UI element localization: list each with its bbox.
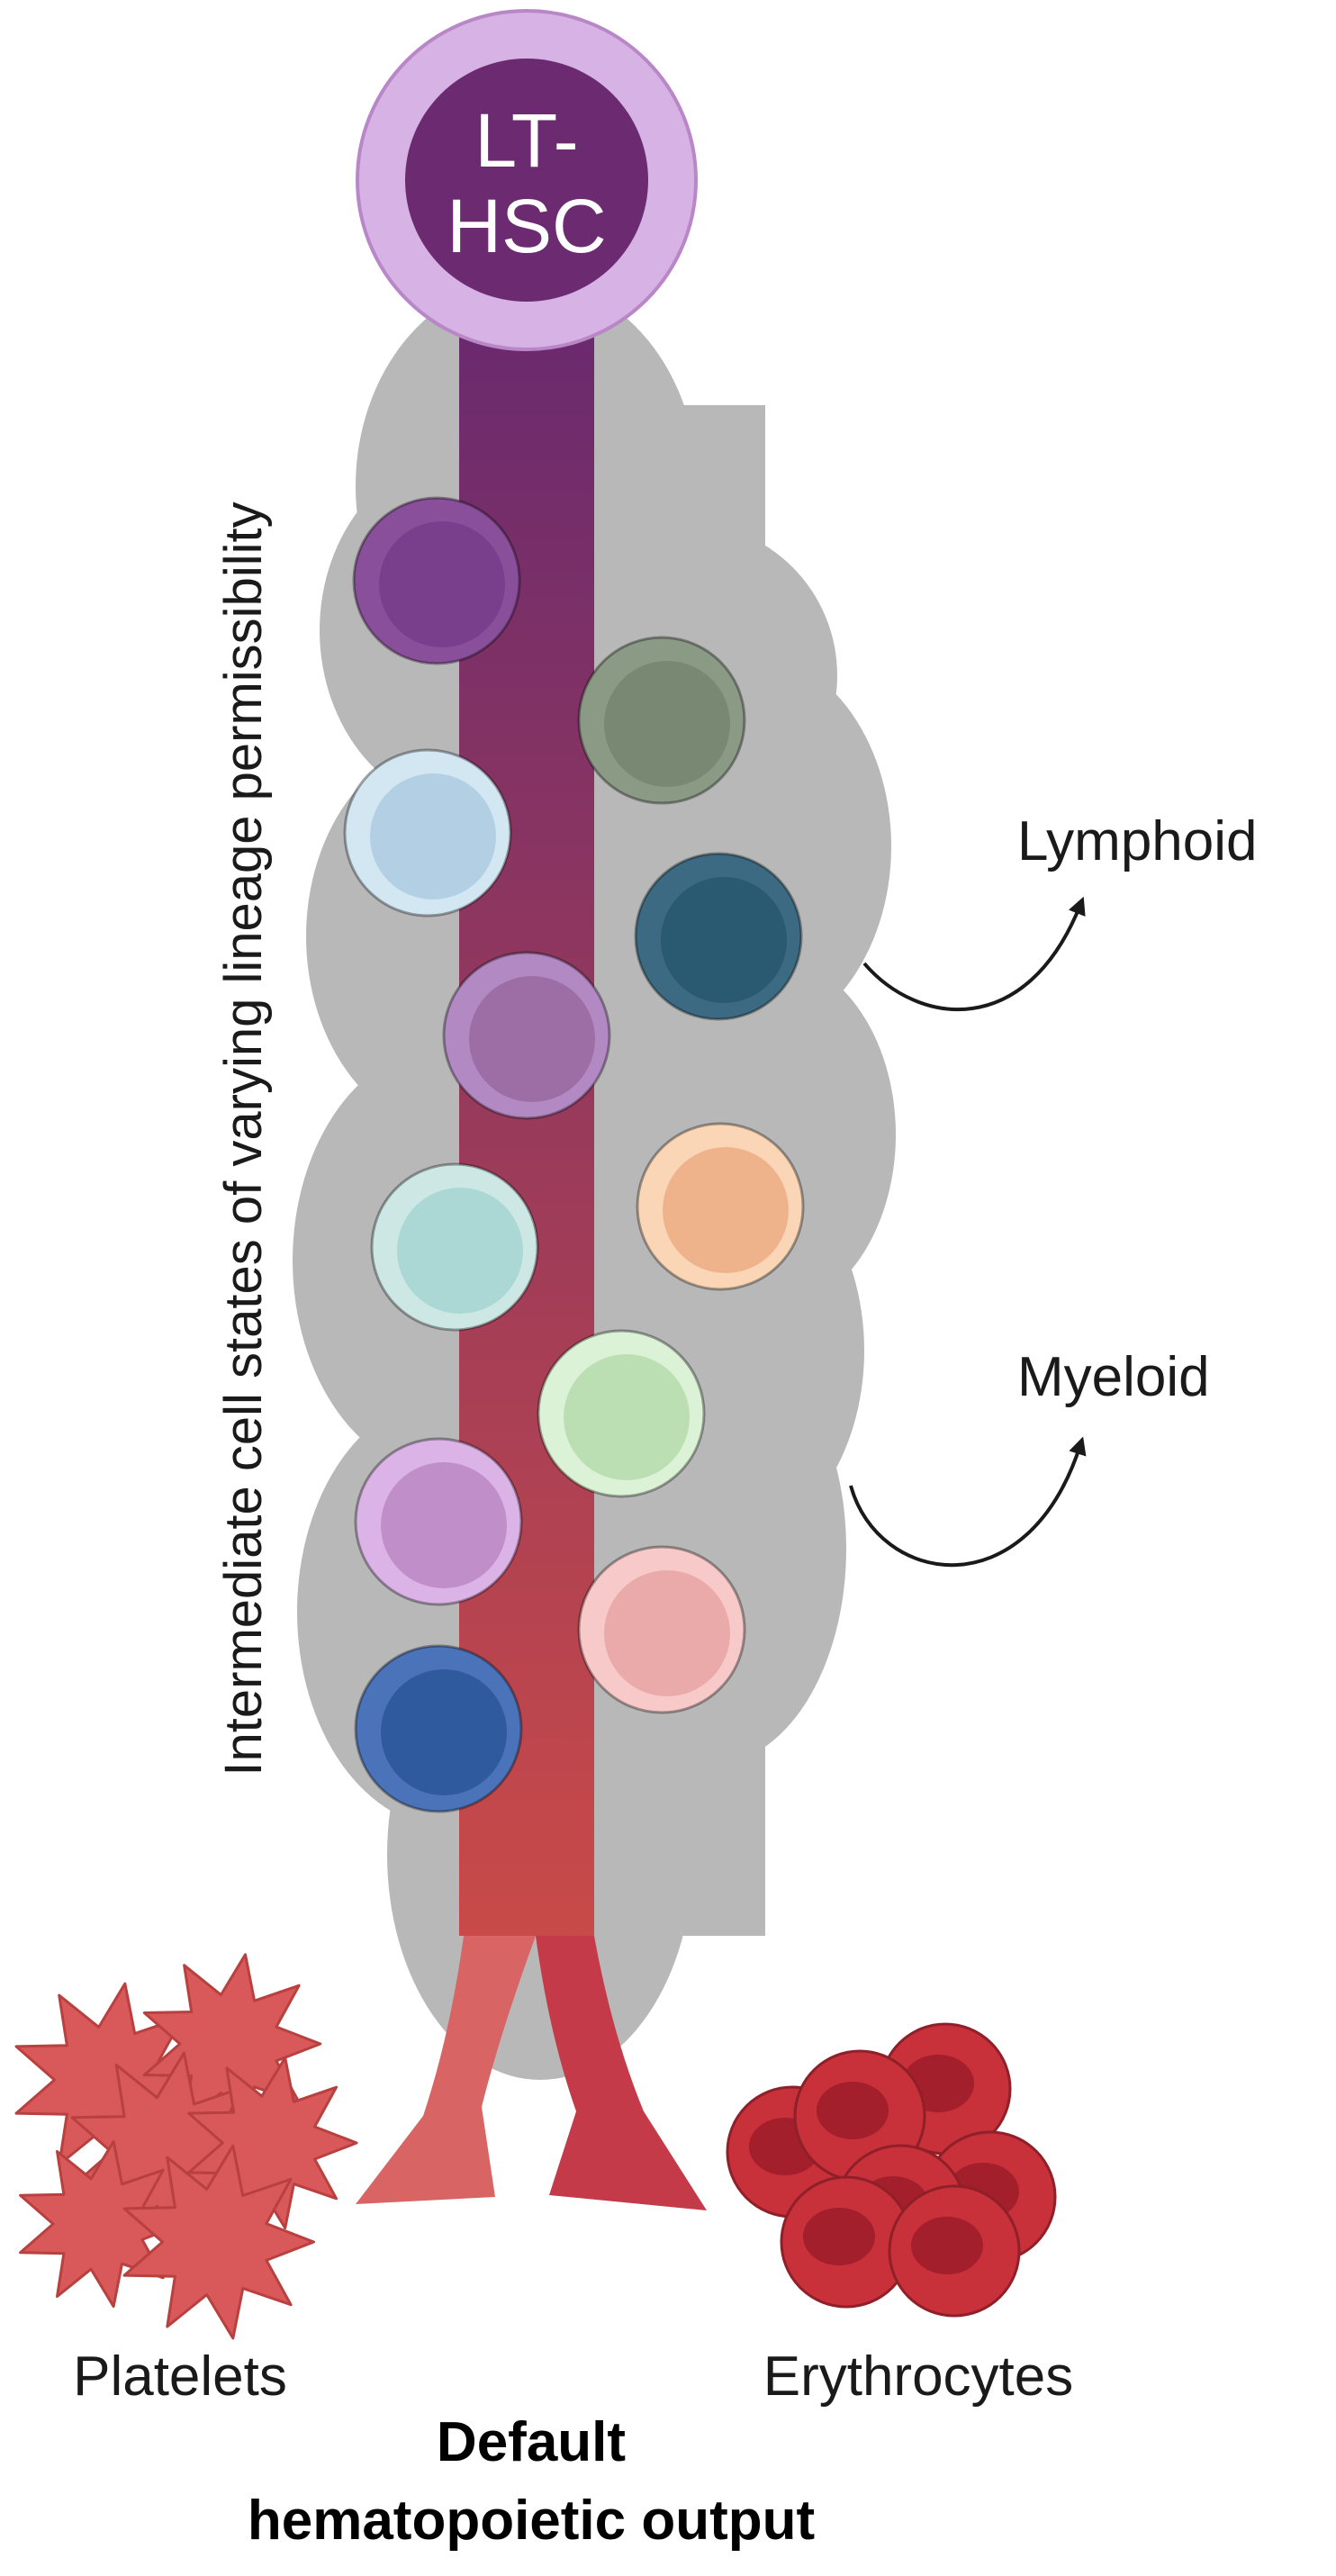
myeloid-branch-arrow <box>849 1436 1087 1568</box>
platelet-cell <box>187 2056 358 2230</box>
myeloid-label: Myeloid <box>1017 1346 1210 1408</box>
intermediate-states-label: Intermediate cell states of varying line… <box>214 502 273 1776</box>
lilac-cell <box>354 1437 523 1606</box>
light-green-cell <box>537 1329 706 1498</box>
erythrocytes-label: Erythrocytes <box>763 2346 1074 2408</box>
purple-cell <box>352 496 521 665</box>
platelets-label: Platelets <box>73 2346 287 2408</box>
erythrocyte-cell <box>888 2184 1021 2318</box>
blue-cell <box>354 1644 523 1813</box>
lymphoid-branch-arrow <box>862 896 1086 1012</box>
default-output-title-line2: hematopoietic output <box>248 2490 815 2552</box>
mauve-cell <box>442 951 611 1120</box>
erythrocytes-illustration <box>726 2022 1057 2318</box>
peach-cell <box>636 1122 805 1291</box>
lt-hsc-label-line1: LT- <box>474 98 578 183</box>
pink-cell <box>577 1545 746 1714</box>
teal-cell <box>634 852 803 1021</box>
intermediate-cells <box>343 496 805 1813</box>
platelet-arrow <box>356 1936 536 2204</box>
lt-hsc-cell: LT- HSC <box>356 9 698 351</box>
platelet-cell <box>122 2144 315 2340</box>
erythrocyte-arrow <box>536 1936 707 2210</box>
olive-cell <box>577 636 746 805</box>
lt-hsc-label-line2: HSC <box>447 184 606 268</box>
lymphoid-label: Lymphoid <box>1017 810 1258 872</box>
light-blue-cell <box>343 748 512 917</box>
default-output-title-line1: Default <box>437 2411 626 2473</box>
mint-cell <box>370 1162 539 1332</box>
platelets-illustration <box>14 1953 358 2340</box>
